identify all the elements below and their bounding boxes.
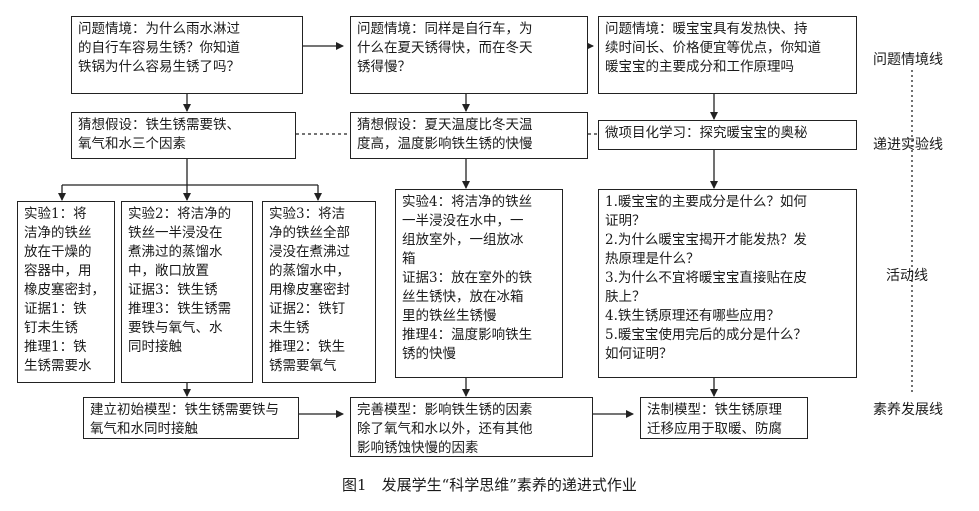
figure-caption: 图1 发展学生“科学思维”素养的递进式作业	[342, 476, 637, 494]
experiment-1-box: 实验1：将 洁净的铁丝 放在干燥的 容器中，用 橡皮塞密封， 证据1：铁 钉未生…	[17, 201, 115, 383]
model-box-refined: 完善模型：影响铁生锈的因素 除了氧气和水以外，还有其他 影响锈蚀快慢的因素	[350, 397, 593, 457]
lane-label-problem: 问题情境线	[873, 52, 943, 68]
model-box-initial: 建立初始模型：铁生锈需要铁与 氧气和水同时接触	[83, 397, 299, 439]
problem-box-rust-rain: 问题情境：为什么雨水淋过 的自行车容易生锈？你知道 铁锅为什么容易生锈了吗？	[71, 16, 303, 94]
question-list-box: 1.暖宝宝的主要成分是什么？如何 证明？ 2.为什么暖宝宝揭开才能发热？发 热原…	[598, 189, 857, 378]
experiment-4-box: 实验4：将洁净的铁丝 一半浸没在水中，一 组放室外，一组放冰 箱 证据3：放在室…	[395, 189, 563, 378]
lane-label-literacy: 素养发展线	[873, 402, 943, 418]
microproject-box: 微项目化学习：探究暖宝宝的奥秘	[598, 120, 857, 150]
hypothesis-box-iron-oxygen-water: 猜想假设：铁生锈需要铁、 氧气和水三个因素	[71, 112, 296, 159]
experiment-2-box: 实验2：将洁净的 铁丝一半浸没在 煮沸过的蒸馏水 中，敞口放置 证据3：铁生锈 …	[121, 201, 253, 383]
lane-label-activity: 活动线	[886, 268, 928, 284]
problem-box-summer-winter: 问题情境：同样是自行车，为 什么在夏天锈得快，而在冬天 锈得慢？	[350, 16, 588, 94]
hypothesis-box-temperature: 猜想假设：夏天温度比冬天温 度高，温度影响铁生锈的快慢	[350, 112, 588, 159]
experiment-3-box: 实验3：将洁 净的铁丝全部 浸没在煮沸过 的蒸馏水中， 用橡皮塞密封 证据2：铁…	[262, 201, 376, 383]
model-box-applied: 法制模型：铁生锈原理 迁移应用于取暖、防腐	[640, 397, 808, 439]
problem-box-hand-warmer: 问题情境：暖宝宝具有发热快、持 续时间长、价格便宜等优点，你知道 暖宝宝的主要成…	[598, 16, 857, 94]
lane-label-experiment: 递进实验线	[873, 137, 943, 153]
